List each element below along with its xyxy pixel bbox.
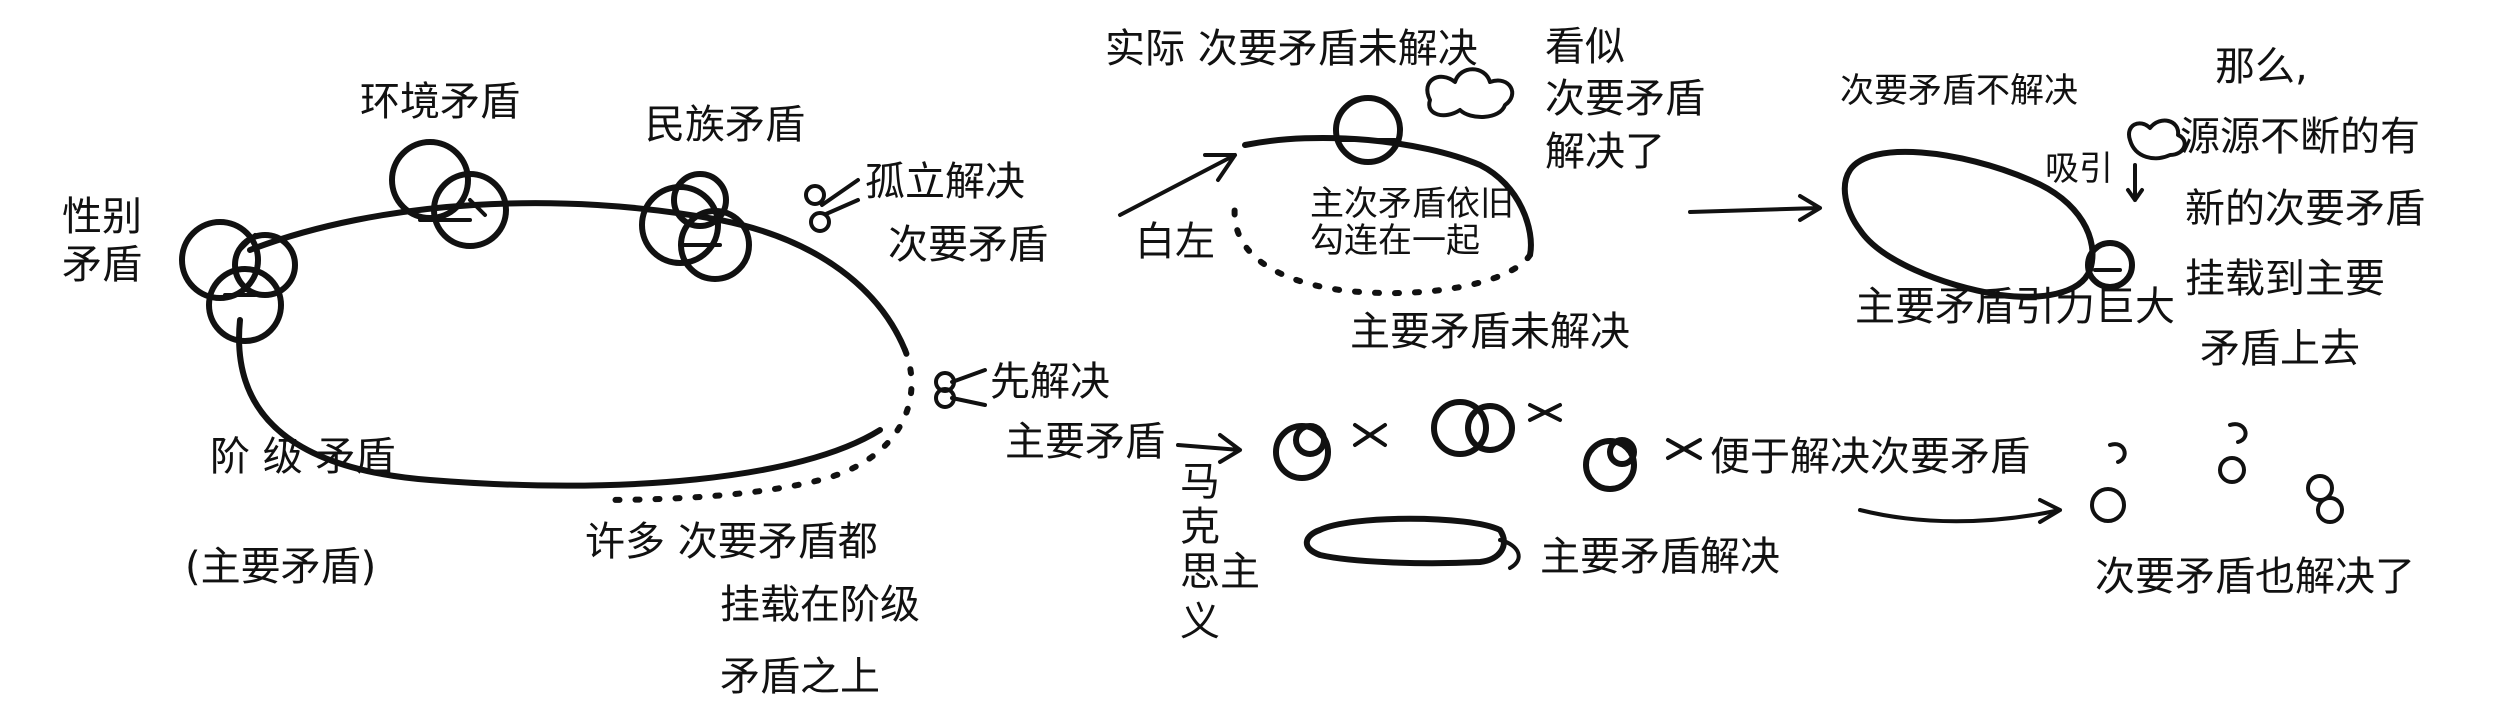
label-then-3: 新的次要矛盾: [2185, 186, 2425, 232]
label-marx-3: 思: [1180, 549, 1220, 595]
label-gender-1: 性别: [62, 194, 142, 240]
scissors-isolate: [804, 178, 860, 233]
label-baizuo: 白左: [1135, 219, 1215, 265]
label-seemingly-2: 次要矛盾: [1545, 76, 1705, 122]
arrow-to-gravity: [1688, 194, 1822, 222]
environment-knot: [389, 139, 509, 249]
panel-baizuo: 实际 次要矛盾未解决 白左 主次矛盾依旧 勾连在一起 主要矛盾未解决 看似 次要…: [1105, 24, 1705, 355]
label-isolate-2: 次要矛盾: [888, 222, 1048, 268]
main-solved-loop: [1303, 515, 1507, 567]
label-seemingly-3: 解决了: [1545, 129, 1665, 175]
class-loop-top: [247, 200, 908, 353]
panel-marxism: 马 克 思 主 义 便于解决次要矛盾 主要矛盾解决: [1176, 399, 2030, 645]
label-actual: 实际 次要矛盾未解决: [1105, 26, 1478, 72]
label-main-solved: 主要矛盾解决: [1540, 534, 1780, 580]
label-first-1: 先解决: [990, 359, 1110, 405]
label-marx-4: 主: [1220, 549, 1260, 595]
ethnic-knot: [639, 171, 752, 282]
label-isolate-1: 孤立解决: [865, 159, 1025, 205]
label-then-1: 那么,: [2215, 44, 2308, 90]
baizuo-loop-dashed: [1231, 202, 1533, 297]
label-gravity-title: 次要矛盾不解决: [1840, 71, 2078, 111]
cut-knot-3: [1583, 437, 1702, 492]
label-main-unsolved: 主要矛盾未解决: [1350, 309, 1630, 355]
label-also: 次要矛盾也解决了: [2095, 554, 2415, 600]
arrow-to-baizuo: [1118, 153, 1237, 217]
label-many-1: 许多 次要矛盾都: [585, 519, 878, 565]
baizuo-loop: [1242, 134, 1534, 258]
label-first-2: 主要矛盾: [1005, 419, 1165, 465]
label-class-main: 阶 级 矛盾: [210, 434, 395, 480]
label-attract: 主要矛盾引力巨大: [1855, 284, 2175, 330]
label-easy: 便于解决次要矛盾: [1710, 434, 2030, 480]
cut-knot-1: [1273, 423, 1387, 481]
label-class-sub: (主要矛盾): [185, 544, 376, 590]
gravity-cloud: [2126, 118, 2187, 202]
panel-gravity: 次要矛盾不解决 吸引 主要矛盾引力巨大 那么, 源源不断的有 新的次要矛盾 挂载…: [1688, 44, 2425, 600]
label-marx-1: 马: [1180, 459, 1220, 505]
baizuo-knot: [1333, 95, 1403, 165]
label-ethnic: 民族矛盾: [645, 102, 805, 148]
cut-knot-2: [1431, 399, 1562, 457]
class-loop-dashed: [597, 347, 915, 503]
label-marx-5: 义: [1180, 599, 1220, 645]
gender-knot: [179, 219, 298, 344]
cloud: [1425, 67, 1515, 119]
label-inner-2: 勾连在一起: [1310, 221, 1480, 261]
label-seemingly-1: 看似: [1545, 24, 1625, 70]
gravity-knot: [2085, 240, 2135, 290]
label-then-2: 源源不断的有: [2180, 114, 2420, 160]
class-loop: [236, 317, 883, 489]
panel-class-contradiction: 性别 矛盾 环境矛盾 民族矛盾 孤立解决 次要矛盾 先解决 主要矛盾 阶 级 矛…: [62, 79, 1165, 700]
label-gender-2: 矛盾: [62, 242, 142, 288]
label-many-2: 挂载在阶级: [720, 582, 920, 628]
scissors-first: [934, 368, 987, 409]
label-gravity-pull: 吸引: [2045, 149, 2113, 189]
arrow-to-also: [1858, 498, 2062, 524]
gravity-loop: [1841, 148, 2096, 300]
arrow-to-marx: [1176, 433, 1242, 464]
loop-tail: [1498, 538, 1521, 570]
label-inner-1: 主次矛盾依旧: [1310, 184, 1514, 224]
label-marx-2: 克: [1180, 504, 1220, 550]
small-knots: [2090, 422, 2344, 524]
label-many-3: 矛盾之上: [720, 654, 880, 700]
label-then-5: 矛盾上去: [2200, 326, 2360, 372]
label-then-4: 挂载到主要: [2185, 256, 2385, 302]
label-environment: 环境矛盾: [360, 79, 520, 125]
